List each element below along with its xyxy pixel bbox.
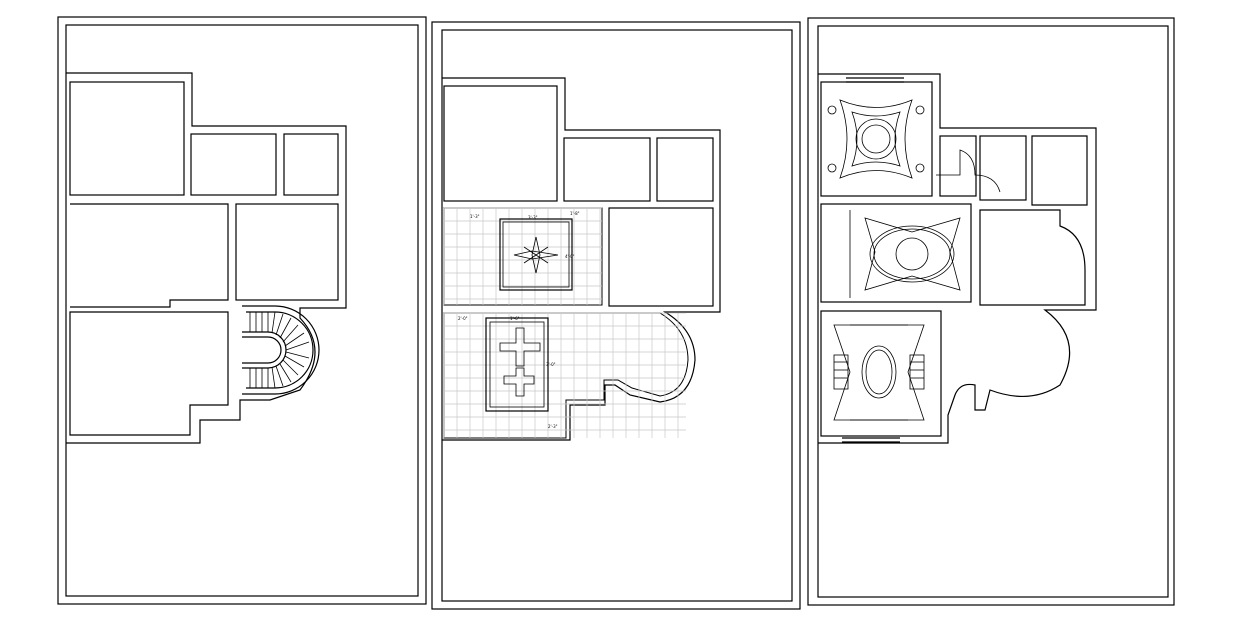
room-1 bbox=[69, 81, 185, 196]
ceiling-room-2 bbox=[820, 203, 972, 303]
small-room-c bbox=[1031, 135, 1088, 206]
room-3 bbox=[283, 133, 339, 196]
tiled-room-lower: 2'-0" 1'-6" 3'-0" 2'-3" bbox=[443, 312, 689, 439]
sheet-border-inner bbox=[817, 25, 1169, 598]
room-4 bbox=[70, 203, 229, 308]
dim-8: 2'-3" bbox=[548, 424, 558, 429]
room-2 bbox=[190, 133, 277, 196]
ceiling-room-1 bbox=[820, 81, 933, 197]
building-outline bbox=[818, 73, 1097, 444]
sheet-border-outer bbox=[807, 17, 1175, 606]
dim-3: 1'-8" bbox=[570, 211, 580, 216]
tiled-room-upper: 1'-3" 3'-3" 1'-8" 4'-0" bbox=[443, 207, 603, 306]
sheet-ceiling-plan bbox=[807, 17, 1175, 606]
sheet-border-inner bbox=[65, 24, 419, 597]
room-right bbox=[979, 209, 1086, 306]
dim-7: 3'-0" bbox=[546, 362, 556, 367]
room-5 bbox=[235, 203, 339, 301]
room-6 bbox=[69, 311, 229, 436]
sheet-floor-plan-stair bbox=[57, 16, 427, 605]
room-5 bbox=[608, 207, 714, 307]
dim-1: 1'-3" bbox=[470, 214, 480, 219]
sheet-border-outer bbox=[57, 16, 427, 605]
sheet-border-outer bbox=[431, 21, 801, 610]
spiral-staircase bbox=[242, 305, 320, 395]
room-1 bbox=[443, 85, 558, 202]
dim-6: 1'-6" bbox=[510, 316, 520, 321]
room-3 bbox=[656, 137, 714, 202]
building-outline bbox=[442, 77, 721, 441]
sheet-floor-plan-tiled: 1'-3" 3'-3" 1'-8" 4'-0" 2'-0" 1'-6" 3'-0… bbox=[431, 21, 801, 610]
ceiling-room-3 bbox=[820, 310, 942, 437]
building-outline bbox=[66, 72, 347, 444]
room-2 bbox=[563, 137, 651, 202]
door-swings bbox=[936, 149, 1001, 193]
dim-4: 4'-0" bbox=[565, 254, 575, 259]
dim-5: 2'-0" bbox=[458, 316, 468, 321]
sheet-border-inner bbox=[441, 29, 793, 602]
small-room-a bbox=[939, 135, 977, 197]
dim-2: 3'-3" bbox=[528, 215, 538, 220]
small-room-b bbox=[979, 135, 1027, 201]
